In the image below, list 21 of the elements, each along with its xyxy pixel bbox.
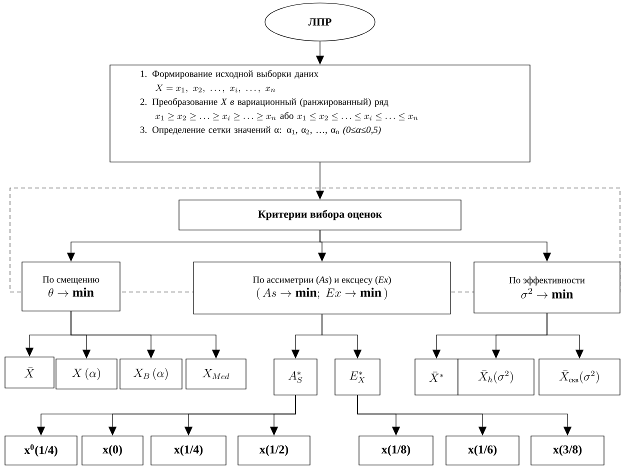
estimate-box: $X\,(\alpha)$ bbox=[56, 358, 118, 390]
estimate-box: $X_{Med}$ bbox=[186, 358, 246, 390]
estimate-box: $\bar{X}$ bbox=[4, 356, 54, 388]
estimate-box: x(1/6) bbox=[446, 436, 520, 466]
estimate-box: x(1/4) bbox=[150, 436, 226, 466]
criterion-box: По эффективности $\sigma^2 \rightarrow \mathbf{min}$ bbox=[474, 262, 620, 314]
estimate-box: $\bar{X}_{\mbox{\scriptsize скв}}(\sigma^2)$ bbox=[538, 358, 620, 396]
criterion-box: По смещению $\theta \rightarrow \mathbf{min}$ bbox=[22, 262, 120, 312]
estimate-box: $X_B\,(\alpha)$ bbox=[120, 358, 182, 390]
estimate-box: $\bar{X}_h(\sigma^2)$ bbox=[458, 358, 534, 396]
estimate-box: $E_X^*$ bbox=[334, 358, 380, 396]
estimate-box: x$^{0}$(1/4) bbox=[4, 436, 78, 466]
criteria-box: Критерии вибора оценок bbox=[178, 200, 462, 230]
steps-box: 1. Формирование исходной выборки даних $X = x_1,\ x_2,\ \ldots,\ x_i,\ \ldots,\ x_n$ 2. Преобразование X в вариационный (ранжированный) ряд $x_1 \ge x_2 \ge \ldots \ge x_i \ge \ldots \ge x_n \mbox{ або } x_1 \le x_2 \le \ldots \le x_i \le \ldots \le x_n$ 3. Определение сетки значений α: α$_{1}$, α$_{2}$, …, α$_{n}$ (0≤α≤0,5) bbox=[110, 64, 530, 162]
criterion-box: По ассиметрии (As) и ексцесу (Ex) $(\,As \rightarrow \mathbf{min};\ Ex \rightarrow \mathbf{min}\,)$ bbox=[193, 262, 451, 314]
estimate-box: x(1/2) bbox=[238, 436, 310, 466]
estimate-box: x(1/8) bbox=[358, 436, 434, 466]
estimate-box: $A_S^*$ bbox=[274, 358, 318, 396]
estimate-box: x(3/8) bbox=[530, 436, 604, 466]
estimate-box: $\bar{X}^*$ bbox=[414, 358, 458, 396]
estimate-box: x(0) bbox=[82, 436, 144, 466]
